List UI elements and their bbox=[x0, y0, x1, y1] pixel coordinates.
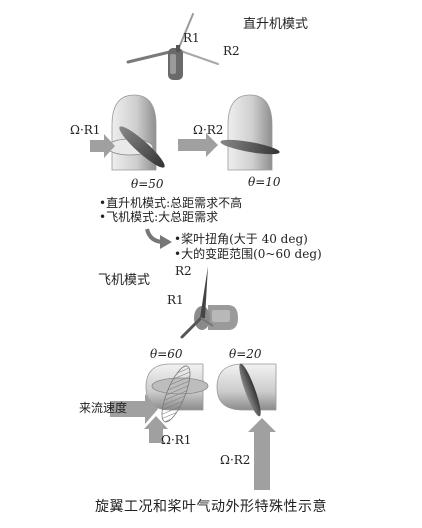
r2-label-mid: R2 bbox=[175, 264, 192, 278]
plane-mode-label: 飞机模式 bbox=[98, 273, 151, 288]
omega-r1-label-top: Ω·R1 bbox=[70, 123, 101, 137]
omega-r2-label-top: Ω·R2 bbox=[193, 123, 224, 137]
curved-arrow-head-icon bbox=[160, 235, 172, 249]
note-plane-mode: •飞机模式:大总距需求 bbox=[99, 210, 219, 224]
r1-label-top: R1 bbox=[183, 31, 200, 45]
theta-60-label: θ=60 bbox=[150, 347, 183, 361]
note-blade-twist: •桨叶扭角(大于 40 deg) bbox=[174, 232, 308, 246]
heli-rotor-illustration bbox=[126, 13, 219, 80]
note-heli-mode: •直升机模式:总距需求不高 bbox=[99, 196, 243, 210]
heli-mode-label: 直升机模式 bbox=[243, 17, 309, 32]
hub-theta-60-illustration bbox=[110, 363, 209, 443]
theta-10-label: θ=10 bbox=[248, 175, 281, 189]
note-pitch-range: •大的变距范围(0~60 deg) bbox=[174, 247, 322, 261]
theta-50-label: θ=50 bbox=[131, 177, 164, 191]
plane-propeller-illustration bbox=[180, 266, 238, 339]
hub-theta-20-illustration bbox=[216, 363, 277, 490]
r2-label-top: R2 bbox=[223, 44, 240, 58]
hub-theta-50-illustration bbox=[90, 94, 165, 171]
figure-caption: 旋翼工况和桨叶气动外形特殊性示意 bbox=[95, 499, 327, 515]
hub-theta-10-illustration bbox=[178, 94, 280, 171]
omega-r1-label-bottom: Ω·R1 bbox=[161, 433, 192, 447]
incoming-flow-label: 来流速度 bbox=[79, 401, 128, 415]
omega-r2-label-bottom: Ω·R2 bbox=[220, 453, 251, 467]
r1-label-mid: R1 bbox=[167, 293, 184, 307]
theta-20-label: θ=20 bbox=[229, 347, 262, 361]
